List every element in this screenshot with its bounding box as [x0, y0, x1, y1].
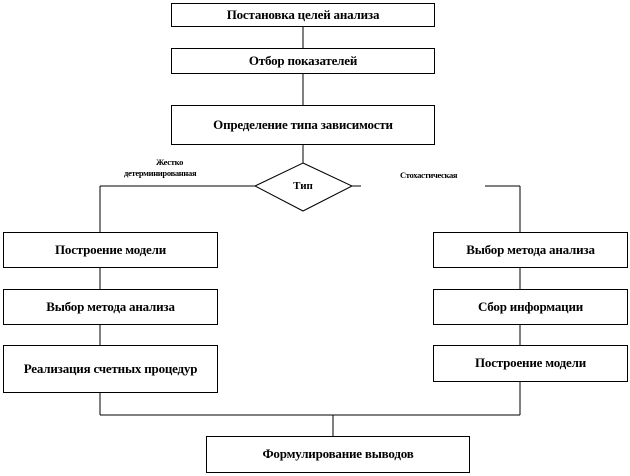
left-step-run-procedures: Реализация счетных процедур	[3, 345, 218, 393]
step-select-indicators: Отбор показателей	[171, 48, 435, 74]
decision-diamond	[253, 162, 354, 212]
right-branch-label: Стохастическая	[400, 170, 458, 180]
left-branch-label-line1: Жестко	[156, 157, 184, 167]
left-branch-label: Жестко детерминированная	[124, 157, 234, 179]
right-step-choose-method: Выбор метода анализа	[433, 232, 628, 268]
step-set-goals: Постановка целей анализа	[171, 3, 435, 27]
step-formulate-conclusions: Формулирование выводов	[206, 436, 470, 473]
right-step-build-model: Построение модели	[433, 345, 628, 382]
decision-type-label: Тип	[293, 180, 313, 192]
left-step-build-model: Построение модели	[3, 232, 218, 268]
step-define-dependency-type: Определение типа зависимости	[171, 105, 435, 145]
right-step-collect-info: Сбор информации	[433, 289, 628, 325]
left-branch-label-line2: детерминированная	[124, 168, 197, 179]
left-step-choose-method: Выбор метода анализа	[3, 289, 218, 325]
